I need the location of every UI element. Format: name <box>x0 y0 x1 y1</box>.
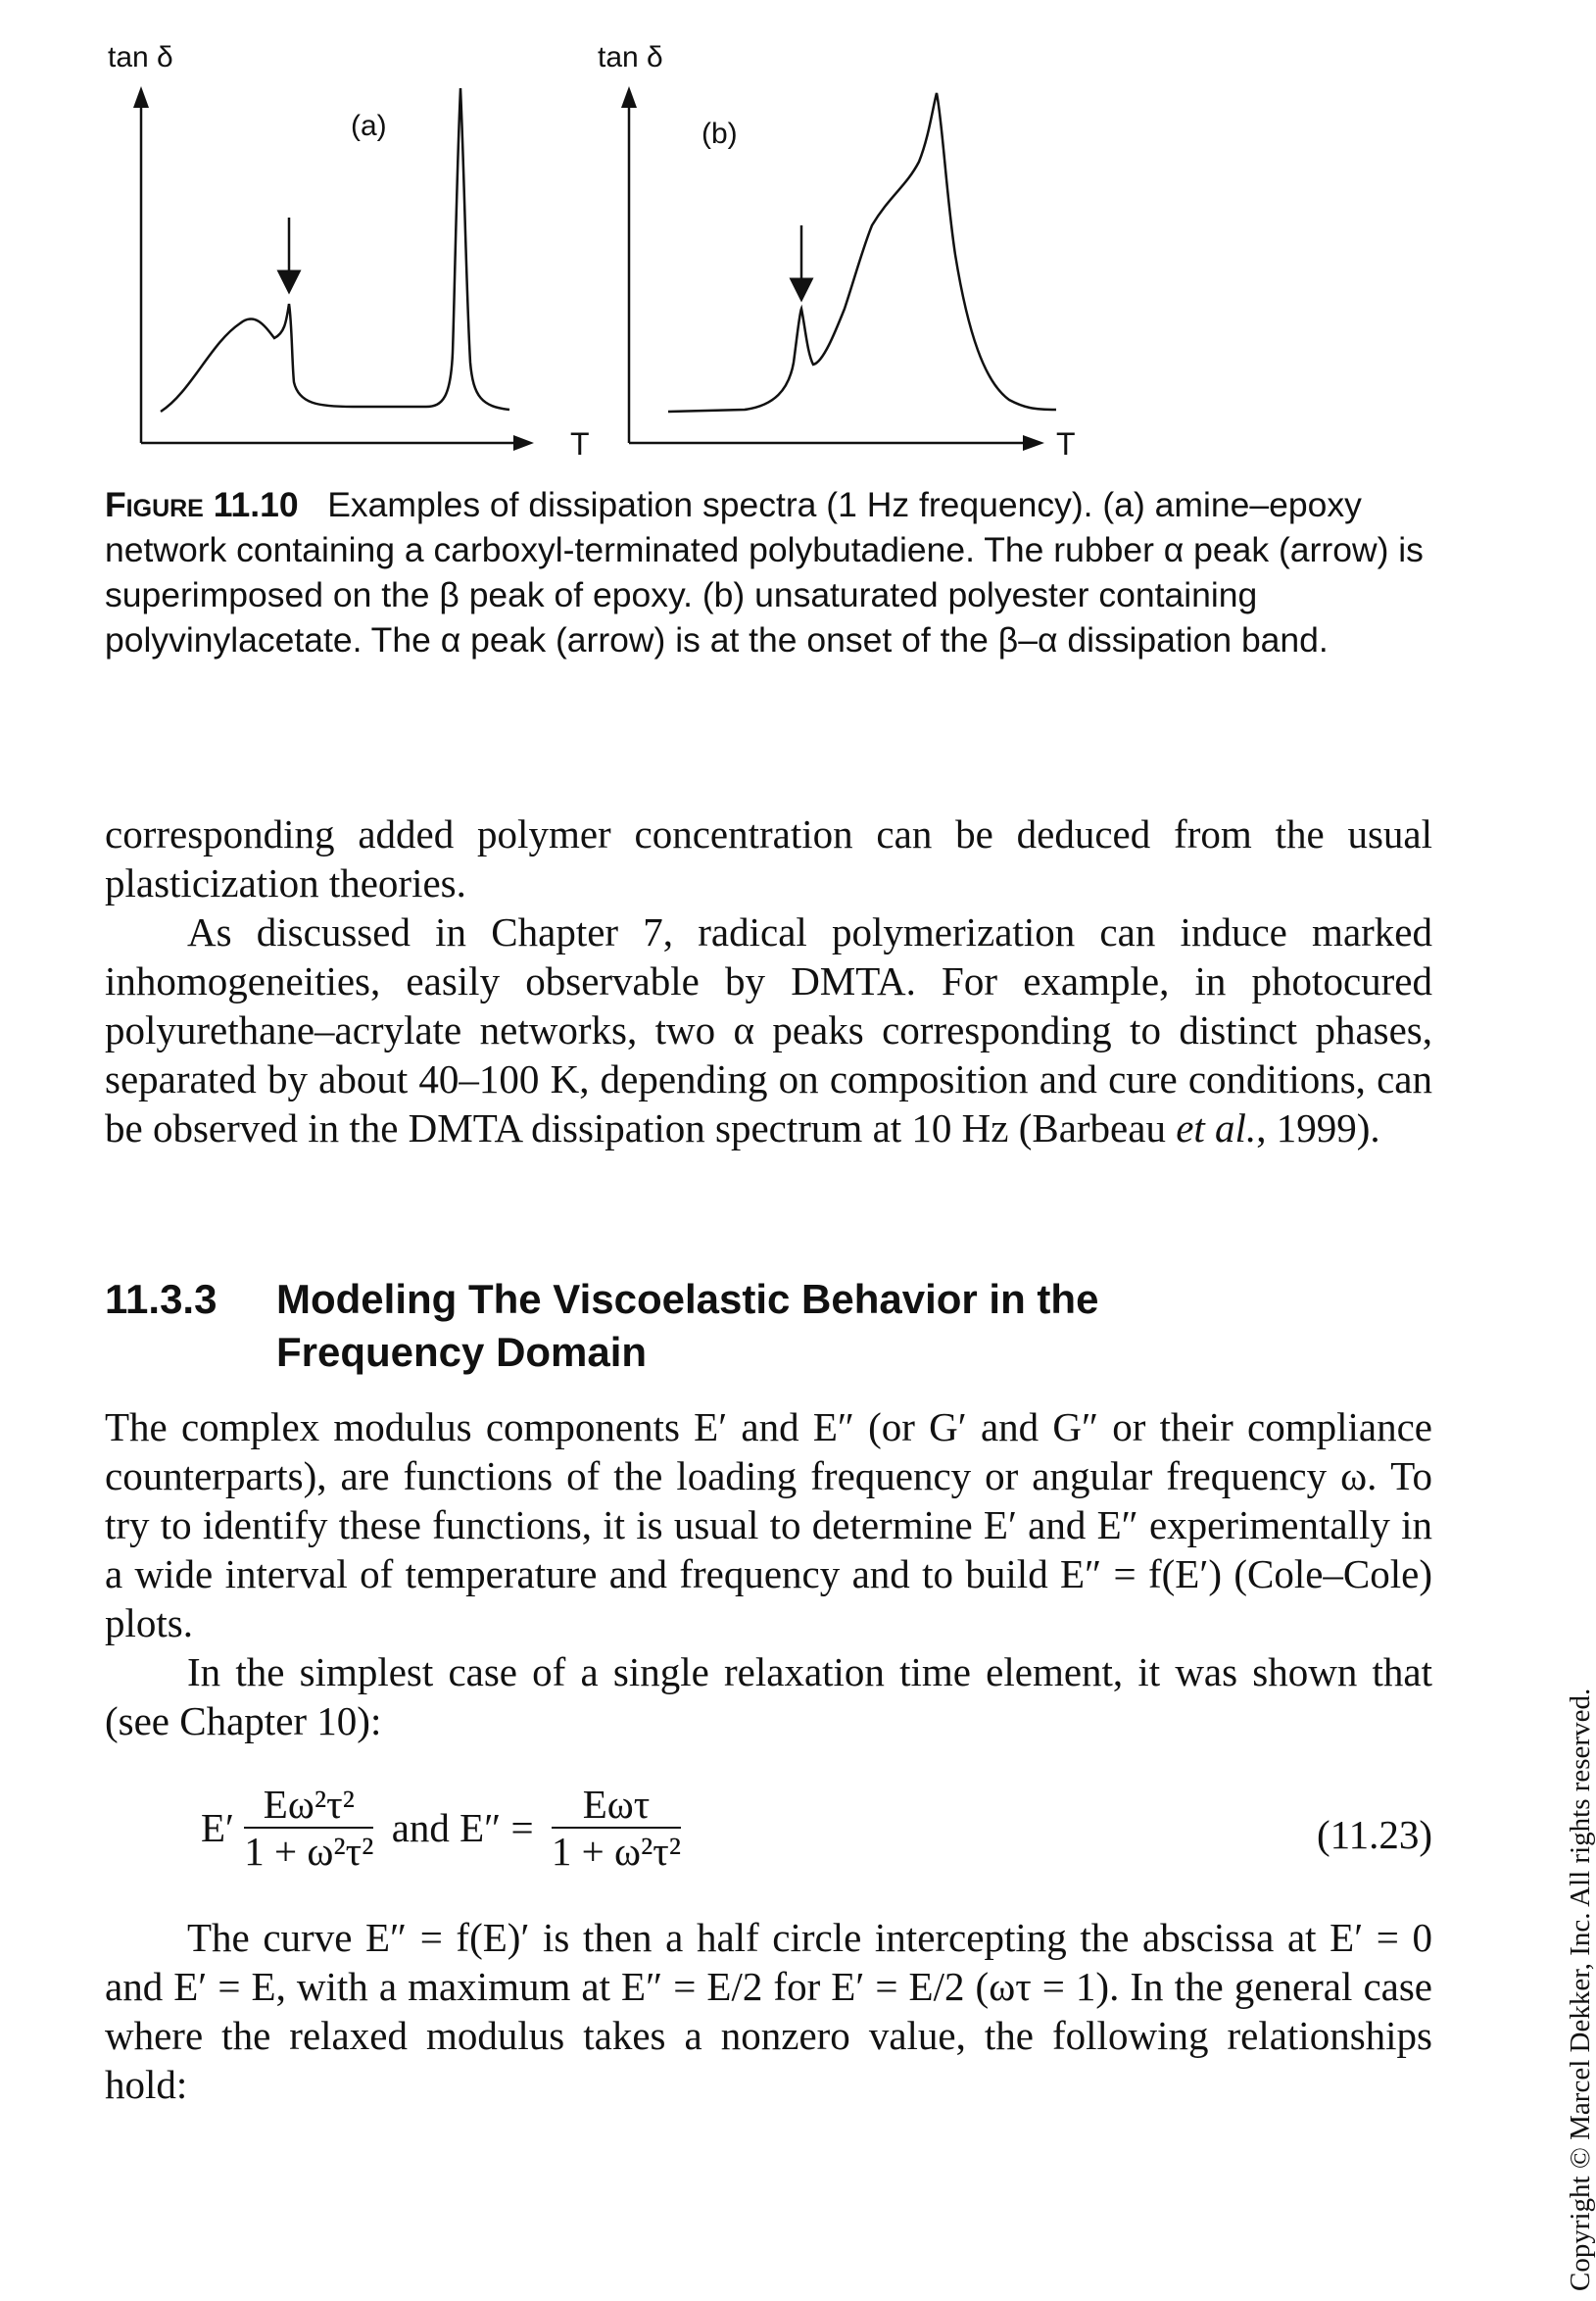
panel-b-y-label: tan δ <box>598 41 663 73</box>
eq-connector: and E″ = <box>391 1805 534 1850</box>
panel-b-curve <box>667 92 1057 414</box>
caption-text: Examples of dissipation spectra (1 Hz fr… <box>105 485 1424 660</box>
body-block-2: The complex modulus components E′ and E″… <box>105 1402 1432 1745</box>
panel-b-x-label: T <box>1056 426 1076 462</box>
figure-caption: Figure 11.10 Examples of dissipation spe… <box>105 482 1432 662</box>
panel-a-x-label: T <box>570 426 590 462</box>
caption-label: Figure 11.10 <box>105 485 299 524</box>
section-heading: 11.3.3 Modeling The Viscoelastic Behavior… <box>105 1273 1432 1379</box>
panel-a-curve <box>160 87 510 414</box>
paragraph-5: The curve E″ = f(E)′ is then a half circ… <box>105 1915 1432 2107</box>
paragraph-3: The complex modulus components E′ and E″… <box>105 1404 1432 1645</box>
paragraph-1: corresponding added polymer concentratio… <box>105 811 1432 906</box>
eq-lhs: E′ <box>201 1805 235 1850</box>
equation-number: (11.23) <box>1316 1812 1432 1857</box>
panel-a-label: (a) <box>351 110 387 142</box>
panel-a-y-label: tan δ <box>108 41 173 73</box>
section-title-line2: Frequency Domain <box>276 1329 648 1375</box>
paragraph-4: In the simplest case of a single relaxat… <box>105 1649 1432 1743</box>
body-block-3: The curve E″ = f(E)′ is then a half circ… <box>105 1913 1432 2109</box>
copyright-notice: Copyright © Marcel Dekker, Inc. All righ… <box>1565 1688 1596 2291</box>
eq-fraction-1: Eω²τ² 1 + ω²τ² <box>244 1782 374 1874</box>
section-number: 11.3.3 <box>105 1276 218 1322</box>
panel-a: tan δ T (a) <box>108 41 590 462</box>
panel-b: tan δ T (b) <box>598 41 1076 462</box>
body-block-1: corresponding added polymer concentratio… <box>105 809 1432 1152</box>
paragraph-2: As discussed in Chapter 7, radical polym… <box>105 909 1432 1150</box>
panel-b-label: (b) <box>701 118 738 150</box>
eq-fraction-2: Eωτ 1 + ω²τ² <box>551 1782 682 1874</box>
equation-11-23: E′ Eω²τ² 1 + ω²τ² and E″ = Eωτ 1 + ω²τ² … <box>105 1782 1432 1889</box>
figure-11-10: tan δ T (a) tan δ T (b) <box>98 39 1117 470</box>
section-title-line1: Modeling The Viscoelastic Behavior in th… <box>276 1276 1099 1322</box>
